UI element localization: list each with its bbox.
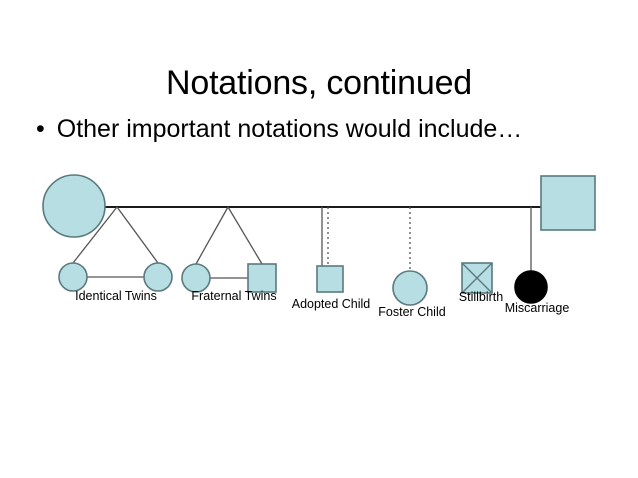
- identical-twin-child-1: [58, 262, 88, 292]
- genogram-label-stillbirth: Stillbirth: [459, 290, 504, 304]
- twin-descent-line: [195, 206, 229, 265]
- genogram-label-foster-child: Foster Child: [378, 305, 445, 319]
- mother-symbol: [42, 174, 106, 238]
- genogram-symbols-layer: [42, 174, 596, 306]
- adopted-child-symbol: [316, 265, 344, 293]
- twin-descent-line: [116, 206, 159, 264]
- fraternal-twin-child-1: [181, 263, 211, 293]
- identical-twin-child-2: [143, 262, 173, 292]
- stillbirth-cross-line: [461, 262, 493, 294]
- bullet-list-item: • Other important notations would includ…: [36, 113, 616, 145]
- miscarriage-symbol: [514, 270, 548, 304]
- twin-descent-line: [72, 206, 118, 264]
- genogram-label-miscarriage: Miscarriage: [505, 301, 570, 315]
- foster-child-symbol: [392, 270, 428, 306]
- page-title: Notations, continued: [166, 63, 472, 102]
- genogram-label-adopted-child: Adopted Child: [292, 297, 371, 311]
- father-symbol: [540, 175, 596, 231]
- stillbirth-symbol: [461, 262, 493, 294]
- genogram-label-fraternal-twins: Fraternal Twins: [191, 289, 276, 303]
- fraternal-twin-child-2: [247, 263, 277, 293]
- bullet-marker-icon: •: [36, 115, 45, 143]
- genogram-label-identical-twins: Identical Twins: [75, 289, 157, 303]
- bullet-item-label: Other important notations would include…: [56, 115, 523, 143]
- connector-lines-layer: [72, 206, 541, 279]
- twin-descent-line: [227, 206, 263, 265]
